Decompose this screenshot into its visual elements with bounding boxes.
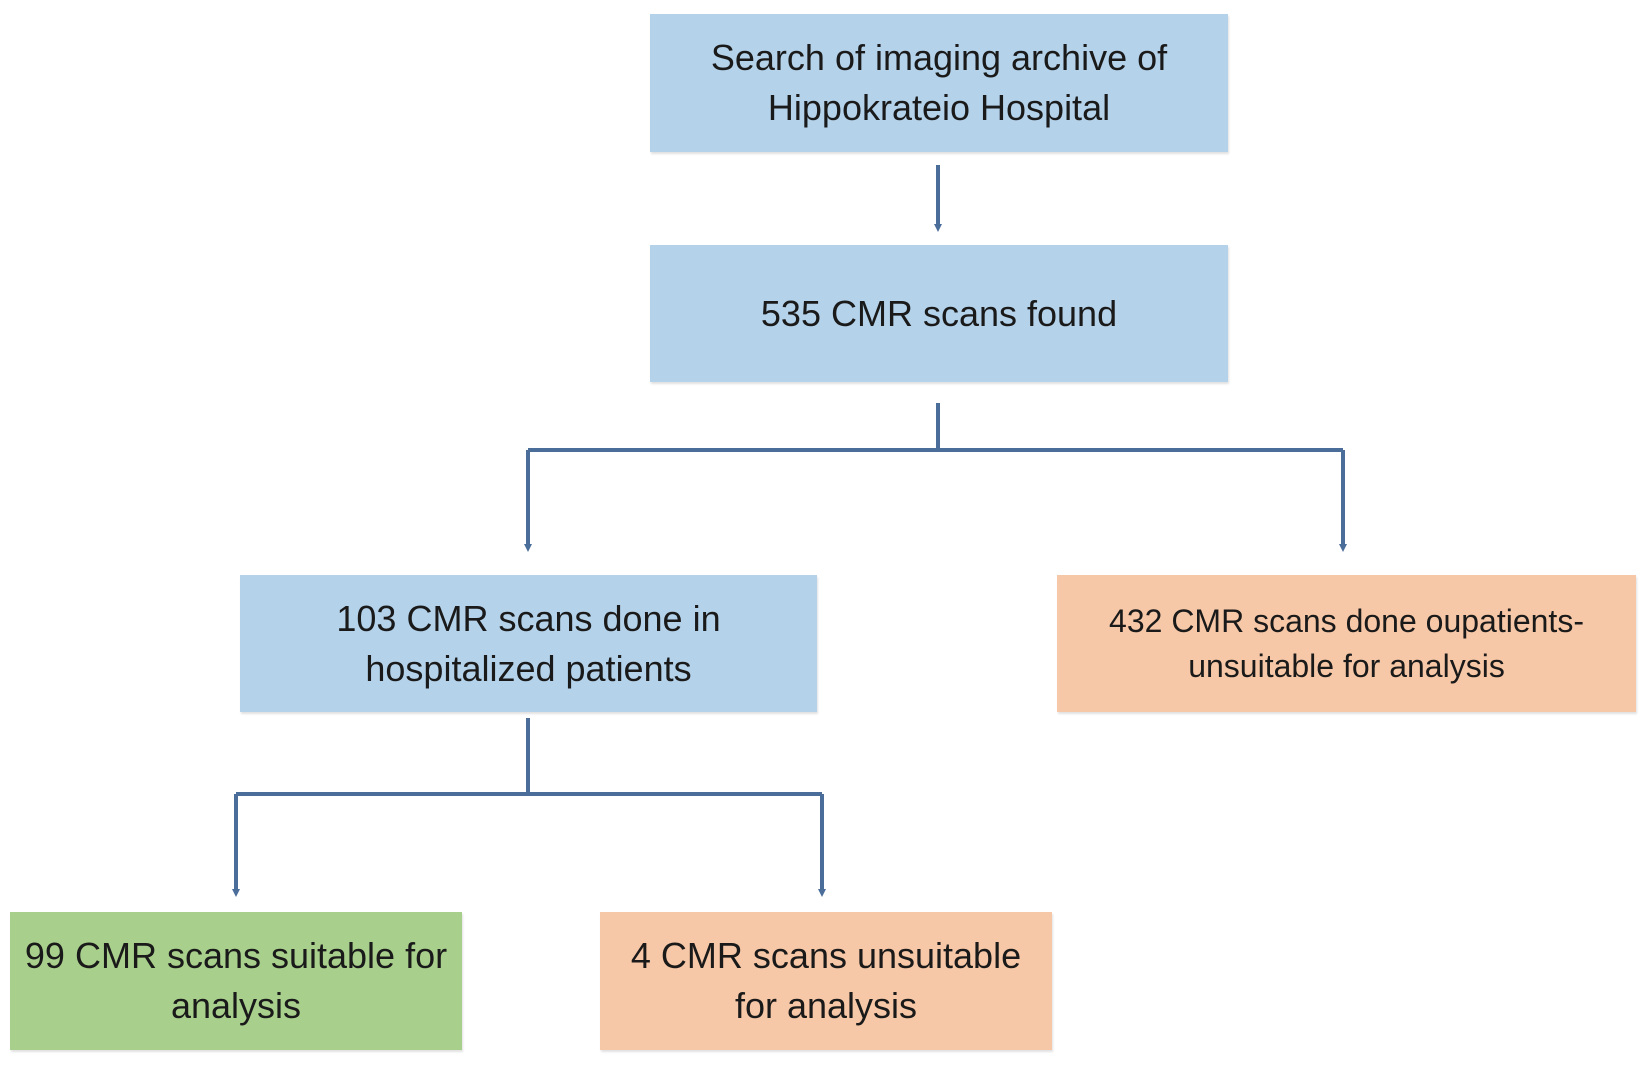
node-suitable-scans-label: 99 CMR scans suitable for analysis xyxy=(24,935,448,1026)
node-scans-found: 535 CMR scans found xyxy=(650,245,1228,382)
node-unsuitable-scans-label: 4 CMR scans unsuitable for analysis xyxy=(630,935,1022,1026)
node-hospitalized-scans-label: 103 CMR scans done in hospitalized patie… xyxy=(336,597,721,689)
node-outpatient-scans-label: 432 CMR scans done oupatients- unsuitabl… xyxy=(1109,602,1584,684)
node-archive-search-label: Search of imaging archive of Hippokratei… xyxy=(710,37,1168,128)
node-suitable-scans: 99 CMR scans suitable for analysis xyxy=(10,912,462,1050)
node-hospitalized-scans: 103 CMR scans done in hospitalized patie… xyxy=(240,575,817,712)
node-scans-found-label: 535 CMR scans found xyxy=(760,292,1118,334)
node-outpatient-scans: 432 CMR scans done oupatients- unsuitabl… xyxy=(1057,575,1636,712)
node-unsuitable-scans: 4 CMR scans unsuitable for analysis xyxy=(600,912,1052,1050)
node-archive-search: Search of imaging archive of Hippokratei… xyxy=(650,14,1228,152)
